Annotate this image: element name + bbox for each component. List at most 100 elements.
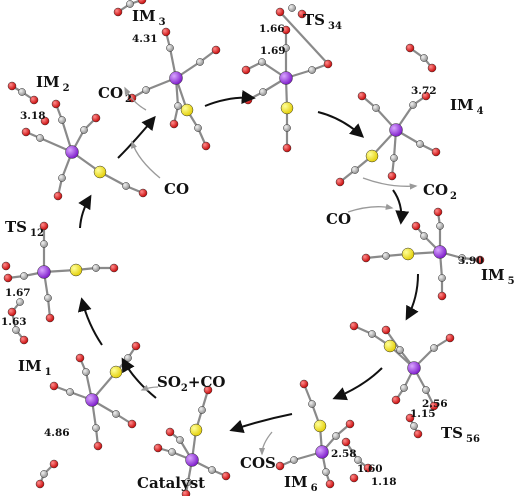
carbon-atom bbox=[58, 116, 66, 124]
metal-atom bbox=[279, 71, 293, 85]
oxygen-atom bbox=[91, 113, 101, 123]
arrow-cos-out bbox=[258, 431, 273, 456]
structure-ts12 bbox=[1, 221, 119, 345]
distance-im1: 4.86 bbox=[44, 427, 70, 439]
carbon-atom bbox=[458, 254, 466, 262]
oxygen-atom bbox=[221, 471, 231, 481]
oxygen-atom bbox=[165, 427, 175, 437]
carbon-atom bbox=[438, 274, 446, 282]
oxygen-atom bbox=[349, 473, 359, 483]
structure-im4 bbox=[335, 43, 441, 187]
carbon-atom bbox=[382, 252, 390, 260]
distance-im6-b: 1.60 bbox=[357, 463, 383, 475]
arrow-co-in-b bbox=[347, 203, 394, 213]
carbon-atom bbox=[58, 174, 66, 182]
oxygen-atom bbox=[53, 191, 63, 201]
oxygen-atom bbox=[161, 27, 171, 37]
carbon-atom bbox=[410, 422, 418, 430]
distance-ts34-a: 1.66 bbox=[259, 23, 285, 35]
oxygen-atom bbox=[131, 341, 141, 351]
carbon-atom bbox=[176, 436, 184, 444]
carbon-atom bbox=[416, 140, 424, 148]
carbon-atom bbox=[66, 388, 74, 396]
oxygen-atom bbox=[203, 385, 213, 395]
carbon-atom bbox=[112, 410, 120, 418]
carbon-atom bbox=[124, 354, 132, 362]
oxygen-atom bbox=[421, 91, 431, 101]
metal-atom bbox=[407, 361, 421, 375]
carbon-atom bbox=[430, 344, 438, 352]
structure-im5 bbox=[361, 207, 485, 301]
oxygen-atom bbox=[113, 7, 123, 17]
species-co-b: CO bbox=[326, 210, 351, 228]
metal-atom bbox=[37, 265, 51, 279]
oxygen-atom bbox=[153, 443, 163, 453]
carbon-atom bbox=[92, 264, 100, 272]
carbon-atom bbox=[16, 298, 24, 306]
carbon-atom bbox=[168, 448, 176, 456]
metal-atom bbox=[65, 145, 79, 159]
label-catalyst: Catalyst bbox=[137, 474, 205, 492]
oxygen-atom bbox=[387, 171, 397, 181]
oxygen-atom bbox=[281, 25, 291, 35]
oxygen-atom bbox=[19, 335, 29, 345]
carbon-atom bbox=[283, 124, 291, 132]
distance-ts34-b: 1.69 bbox=[260, 45, 286, 57]
sulfur-atom bbox=[180, 103, 194, 117]
carbon-atom bbox=[20, 272, 28, 280]
distance-ts56-a: 2.56 bbox=[422, 398, 448, 410]
carbon-atom bbox=[290, 456, 298, 464]
metal-atom bbox=[389, 123, 403, 137]
carbon-atom bbox=[122, 182, 130, 190]
oxygen-atom bbox=[51, 99, 61, 109]
oxygen-atom bbox=[181, 489, 191, 496]
distance-im2: 3.18 bbox=[20, 110, 46, 122]
species-cos: COS bbox=[240, 454, 276, 472]
oxygen-atom bbox=[297, 9, 307, 19]
sulfur-atom bbox=[280, 101, 294, 115]
structure-ts56 bbox=[349, 321, 455, 439]
sulfur-atom bbox=[109, 365, 123, 379]
oxygen-atom bbox=[49, 381, 59, 391]
oxygen-atom bbox=[7, 307, 17, 317]
structure-im2 bbox=[7, 81, 148, 201]
carbon-atom bbox=[82, 368, 90, 376]
arrow-ts12-to-im2 bbox=[78, 194, 92, 229]
distance-im3: 4.31 bbox=[132, 33, 158, 45]
oxygen-atom bbox=[381, 325, 391, 335]
oxygen-atom bbox=[1, 261, 11, 271]
oxygen-atom bbox=[127, 419, 137, 429]
metal-atom bbox=[169, 71, 183, 85]
oxygen-atom bbox=[345, 419, 355, 429]
carbon-atom bbox=[390, 154, 398, 162]
oxygen-atom bbox=[275, 7, 285, 17]
arrow-im2-to-im3 bbox=[117, 115, 156, 159]
carbon-atom bbox=[208, 466, 216, 474]
carbon-atom bbox=[92, 424, 100, 432]
oxygen-atom bbox=[413, 429, 423, 439]
oxygen-atom bbox=[75, 353, 85, 363]
oxygen-atom bbox=[405, 43, 415, 53]
carbon-atom bbox=[126, 0, 134, 8]
side-arrows bbox=[124, 86, 418, 456]
sulfur-atom bbox=[313, 419, 327, 433]
distance-im5: 3.90 bbox=[458, 255, 484, 267]
carbon-atom bbox=[420, 232, 428, 240]
carbon-atom bbox=[308, 400, 316, 408]
distance-ts12-a: 1.67 bbox=[5, 287, 31, 299]
structure-im3 bbox=[113, 0, 221, 151]
oxygen-atom bbox=[39, 221, 49, 231]
oxygen-atom bbox=[3, 273, 13, 283]
arrow-im6-to-catalyst bbox=[229, 413, 293, 434]
carbon-atom bbox=[436, 222, 444, 230]
oxygen-atom bbox=[211, 45, 221, 55]
